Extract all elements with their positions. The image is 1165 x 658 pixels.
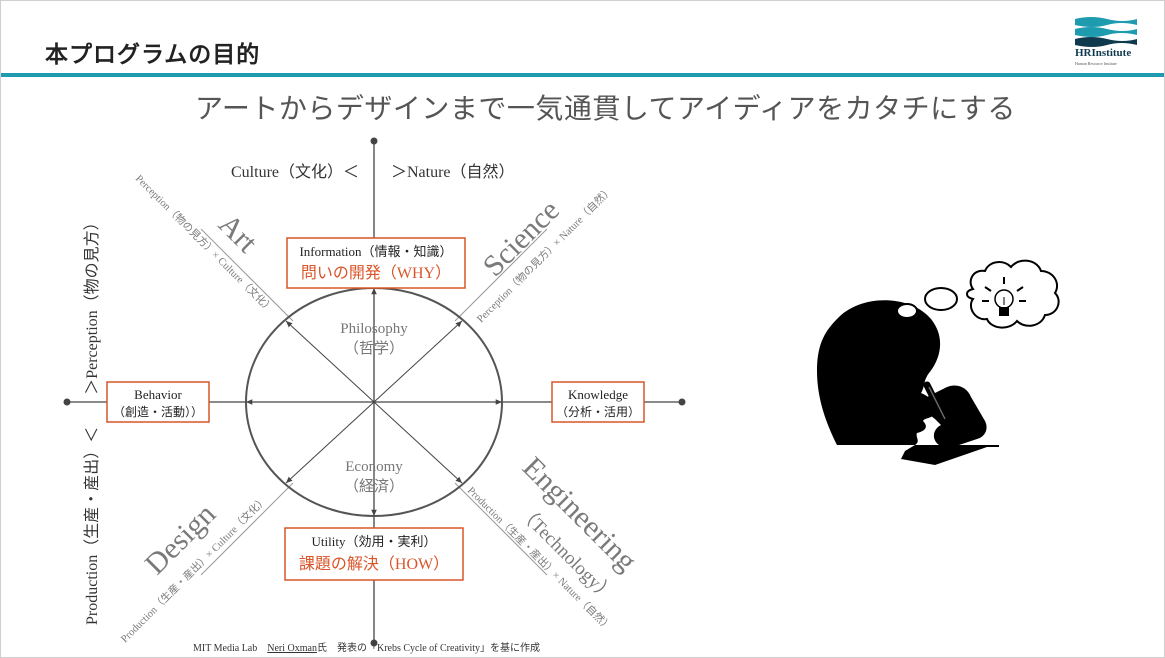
box-utility-line1: Utility（効用・実利）: [312, 534, 437, 549]
quadrant-science-title: Science: [477, 194, 566, 283]
thinker-silhouette-icon: [817, 300, 999, 465]
source-footnote: MIT Media Lab Neri Oxman氏 発表の「Krebs Cycl…: [193, 641, 540, 654]
footnote-part-a: MIT Media Lab: [193, 643, 267, 654]
footnote-part-b: Neri Oxman: [267, 643, 317, 654]
box-knowledge-line2: （分析・活用）: [556, 405, 640, 419]
axis-label-production-perception: Production（生産・産出）＜ ＞Perception（物の見方）: [83, 214, 101, 625]
center-economy-jp: （経済）: [344, 478, 404, 495]
box-behavior-line1: Behavior: [134, 387, 182, 402]
box-information-line2: 問いの開発（WHY）: [301, 264, 451, 282]
axis-endpoint-left: [64, 399, 71, 406]
axis-endpoint-right: [679, 399, 686, 406]
quadrant-design-title: Design: [139, 498, 222, 581]
axis-endpoint-top: [371, 138, 378, 145]
center-economy-label: Economy: [345, 459, 403, 475]
footnote-part-c: 氏 発表の「Krebs Cycle of Creativity」を基に作成: [317, 641, 540, 654]
box-knowledge-line1: Knowledge: [568, 387, 628, 402]
diagonal-design: [201, 483, 293, 575]
box-utility-line2: 課題の解決（HOW）: [299, 555, 449, 573]
box-behavior-line2: （創造・活動））: [113, 405, 203, 419]
center-philosophy-label: Philosophy: [340, 321, 408, 337]
axis-label-culture-nature: Culture（文化）＜ ＞Nature（自然）: [231, 163, 515, 181]
center-philosophy-jp: （哲学）: [344, 340, 404, 357]
box-information-line1: Information（情報・知識）: [299, 244, 452, 259]
